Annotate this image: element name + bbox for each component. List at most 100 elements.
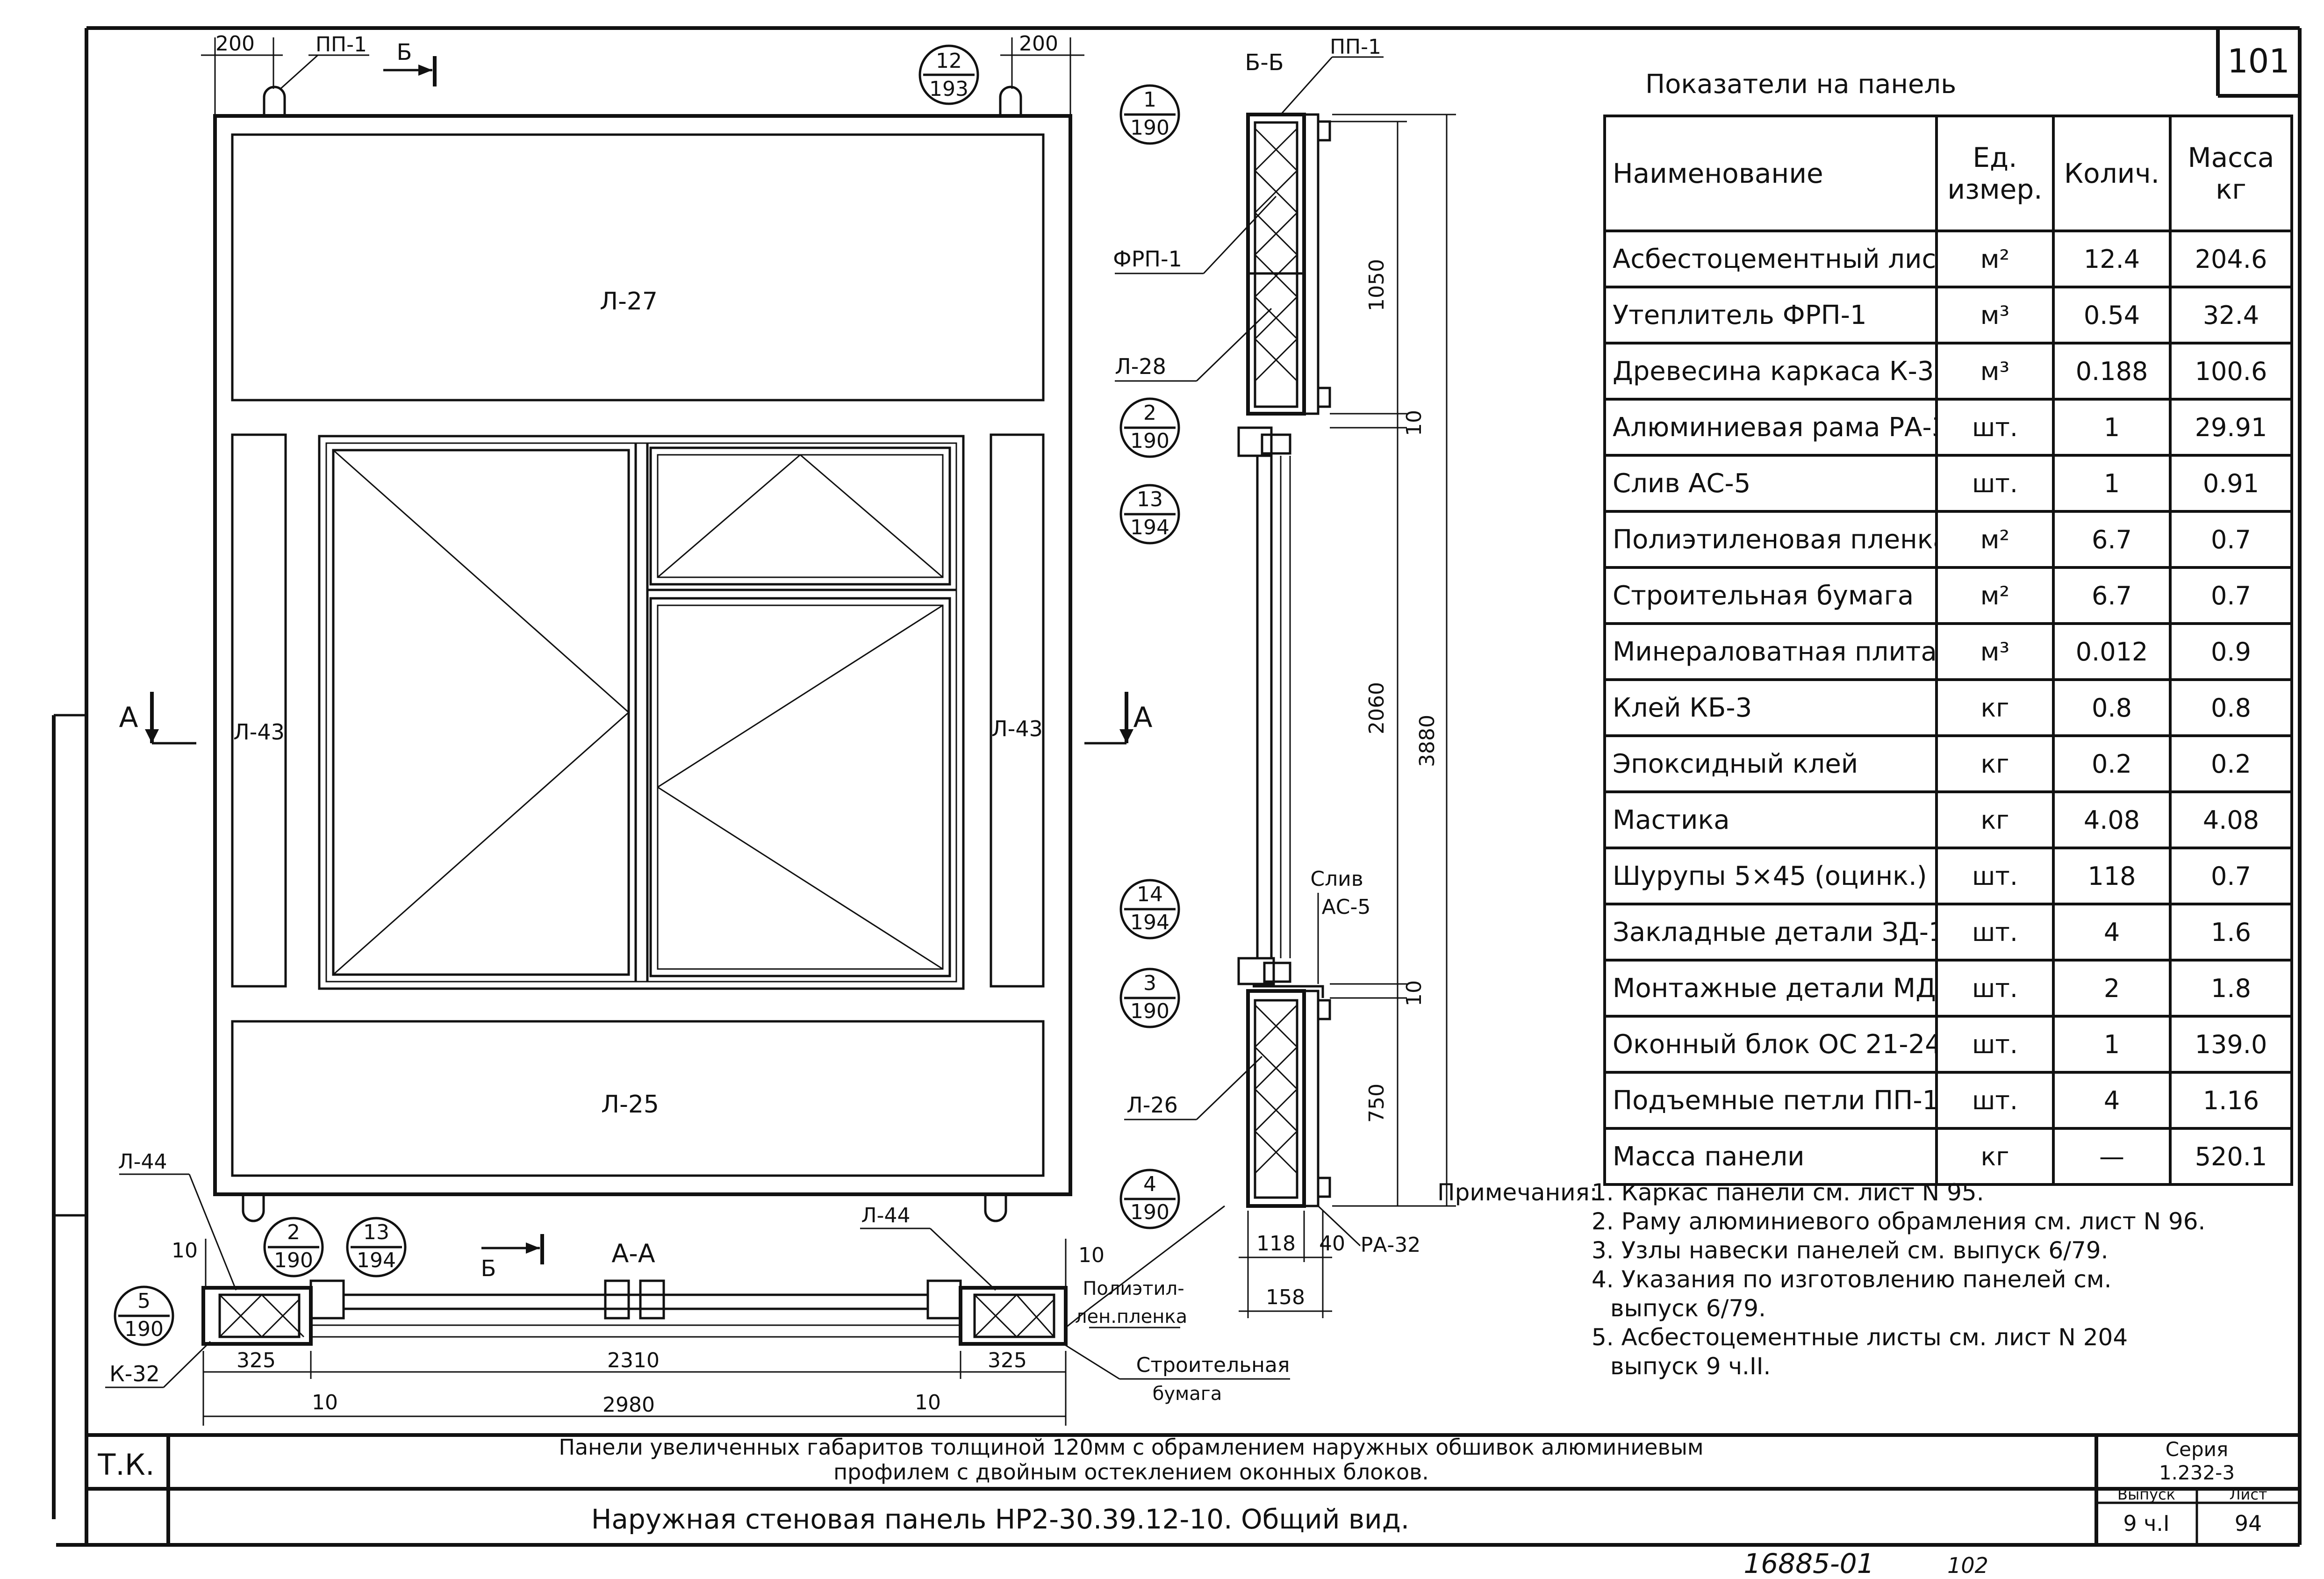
cell-qty: 118 [2052, 847, 2172, 905]
svg-text:3: 3 [1143, 971, 1156, 995]
callout-13-194: 13 194 [1119, 484, 1180, 545]
tb-issue-value: 9 ч.I [2123, 1511, 2169, 1536]
cell-mass: 0.9 [2169, 622, 2293, 681]
cell-qty: 4.08 [2052, 790, 2172, 849]
header-mass-line-2: кг [2216, 173, 2246, 205]
insulation-hatch-top [1254, 128, 1298, 382]
insulation-hatch-aa-right [974, 1294, 1055, 1338]
cell-name: Полиэтиленовая пленка [1603, 510, 1938, 569]
cell-qty: 1 [2052, 454, 2172, 513]
insulation-hatch-aa-left [219, 1294, 305, 1338]
label-l25: Л-25 [601, 1091, 659, 1119]
window-sash-right [649, 597, 951, 977]
inventory-suffix: 102 [1947, 1553, 1988, 1578]
tb-series-value: 1.232-3 [2159, 1461, 2235, 1484]
label-sliv-2: АС-5 [1322, 895, 1371, 919]
section-aa: А-А Б 2 190 [105, 1150, 1290, 1426]
tb-issue-label: Выпуск [2117, 1486, 2175, 1503]
cell-mass: 0.7 [2169, 566, 2293, 625]
header-qty: Колич. [2052, 115, 2172, 232]
cell-unit: шт. [1935, 1071, 2055, 1130]
cell-unit: кг [1935, 790, 2055, 849]
cell-unit: шт. [1935, 903, 2055, 962]
cell-name: Строительная бумага [1603, 566, 1938, 625]
sheet-l27 [231, 133, 1045, 402]
tb-title-line-2: профилем с двойным остеклением оконных б… [833, 1459, 1429, 1485]
cell-name: Эпоксидный клей [1603, 734, 1938, 793]
lifting-loop-bottom-left [242, 1194, 265, 1222]
svg-text:190: 190 [1130, 1200, 1169, 1224]
cell-mass: 204.6 [2169, 230, 2293, 288]
tb-sheet-label: Лист [2229, 1486, 2267, 1503]
notes-list: 1. Каркас панели см. лист N 95. 2. Раму … [1592, 1178, 2205, 1381]
note-item: 4. Указания по изготовлению панелей см. [1592, 1266, 2112, 1293]
dim-aa-325-left: 325 [237, 1349, 276, 1372]
note-item: 2. Раму алюминиевого обрамления см. лист… [1592, 1208, 2206, 1235]
callout-column: 1 190 2 190 13 194 14 194 3 190 [1119, 84, 1180, 1229]
svg-text:А: А [119, 701, 138, 734]
cell-mass: 1.6 [2169, 903, 2293, 962]
header-unit-line-2: измер. [1947, 173, 2043, 205]
svg-text:1: 1 [1143, 88, 1156, 112]
svg-text:194: 194 [357, 1249, 396, 1272]
cut-a-right-marker: А [1084, 692, 1153, 745]
cell-mass: 0.7 [2169, 847, 2293, 905]
dim-right-offset: 200 [1019, 32, 1058, 56]
label-l44-left: Л-44 [118, 1150, 167, 1174]
header-unit-line-1: Ед. [1973, 142, 2017, 173]
svg-text:Б: Б [397, 39, 412, 65]
svg-text:13: 13 [363, 1220, 389, 1244]
callout-4-190: 4 190 [1119, 1169, 1180, 1229]
lifting-loop-top-right [999, 86, 1022, 116]
cell-unit: м² [1935, 566, 2055, 625]
cell-unit: м³ [1935, 286, 2055, 345]
svg-text:190: 190 [1130, 999, 1169, 1023]
cell-mass: 4.08 [2169, 790, 2293, 849]
note-item: 3. Узлы навески панелей см. выпуск 6/79. [1592, 1237, 2109, 1264]
callout-aa-2-190: 2 190 [263, 1217, 324, 1278]
section-aa-dimensions: 10 10 325 2310 325 10 2980 10 [172, 1239, 1105, 1426]
header-mass-line-1: Масса [2188, 142, 2274, 173]
cell-unit: м² [1935, 510, 2055, 569]
label-l26: Л-26 [1126, 1092, 1178, 1118]
label-l43-right: Л-43 [991, 716, 1043, 741]
svg-text:193: 193 [929, 77, 968, 101]
label-k32: К-32 [109, 1361, 160, 1386]
cell-name: Асбестоцементный лист [1603, 230, 1938, 288]
svg-text:194: 194 [1130, 516, 1169, 539]
dim-aa-325-right: 325 [988, 1349, 1027, 1372]
cell-qty: 0.188 [2052, 342, 2172, 401]
cell-qty: 4 [2052, 1071, 2172, 1130]
header-unit: Ед. измер. [1935, 115, 2055, 232]
cell-qty: 4 [2052, 903, 2172, 962]
dim-aa-10-right: 10 [1078, 1243, 1105, 1267]
label-l28: Л-28 [1115, 354, 1166, 379]
cell-unit: шт. [1935, 959, 2055, 1018]
note-item: 5. Асбестоцементные листы см. лист N 204 [1592, 1324, 2128, 1351]
cell-unit: м³ [1935, 622, 2055, 681]
cell-unit: м² [1935, 230, 2055, 288]
lifting-loop-bottom-right [984, 1194, 1007, 1222]
cell-name: Закладные детали ЗД-1 [1603, 903, 1938, 962]
cell-name: Шурупы 5×45 (оцинк.) [1603, 847, 1938, 905]
cell-unit: шт. [1935, 1015, 2055, 1074]
notes-heading: Примечания: [1437, 1179, 1598, 1206]
cell-mass: 1.8 [2169, 959, 2293, 1018]
dim-118: 118 [1256, 1232, 1296, 1256]
cell-name: Мастика [1603, 790, 1938, 849]
window-sash-left [332, 449, 630, 976]
section-bb: Б-Б ПП-1 ФРП-1 [1113, 35, 1456, 1318]
dim-3880: 3880 [1415, 715, 1439, 767]
lifting-loop-top-left [263, 86, 286, 116]
section-bb-dimensions: 1050 10 2060 10 750 3880 118 40 158 [1239, 114, 1456, 1318]
front-elevation: Л-27 Л-43 Л-43 Л-25 [119, 32, 1153, 1222]
